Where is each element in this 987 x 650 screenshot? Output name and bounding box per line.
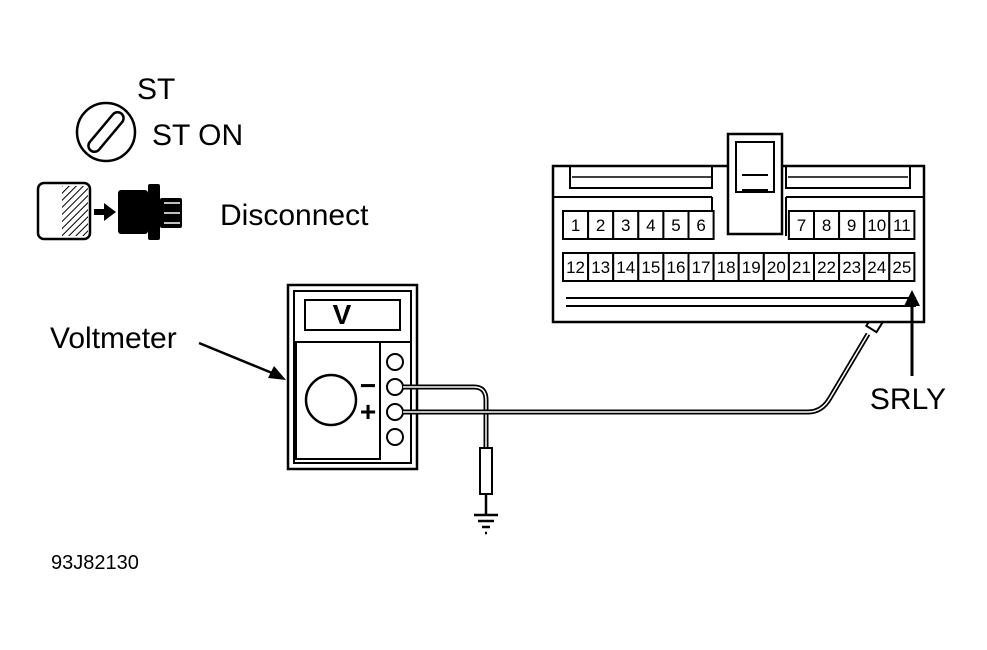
connector-pin-bottom-18: 18 <box>717 258 736 277</box>
figure-code: 93J82130 <box>51 552 139 574</box>
connector-pin-top-10: 10 <box>867 216 886 235</box>
connector-pin-top-3: 3 <box>621 216 630 235</box>
voltmeter-plus-label: + <box>360 396 376 427</box>
connector-pin-top-1: 1 <box>571 216 580 235</box>
connector-pin-top-cell <box>687 210 715 240</box>
srly-pointer-arrow <box>904 290 920 376</box>
connector-pin-bottom-12: 12 <box>566 258 585 277</box>
connector-pin-bottom-cell <box>687 252 715 282</box>
voltmeter-display: V <box>333 299 352 330</box>
connector-pin-top-8: 8 <box>822 216 831 235</box>
connector-pin-bottom-cell <box>587 252 615 282</box>
ground-icon <box>474 513 498 535</box>
ground-probe <box>479 447 493 514</box>
ignition-st-on-label: ST ON <box>152 119 243 152</box>
connector-pin-bottom-16: 16 <box>666 258 685 277</box>
connector-pin-bottom-cell <box>813 252 841 282</box>
connector-pin-top-9: 9 <box>847 216 856 235</box>
connector-plug-icon <box>36 181 182 241</box>
connector-pin-bottom-21: 21 <box>792 258 811 277</box>
connector-pin-top-11: 11 <box>893 216 911 235</box>
connector-pin-bottom-15: 15 <box>641 258 660 277</box>
connector-pin-top-2: 2 <box>596 216 605 235</box>
connector-pin-bottom-cell <box>762 252 790 282</box>
connector-pin-top-cell <box>787 210 816 240</box>
connector-pin-top-5: 5 <box>671 216 680 235</box>
connector-pin-bottom-24: 24 <box>867 258 886 277</box>
connector-pin-top-cell <box>863 210 891 240</box>
connector-pin-top-7: 7 <box>797 216 806 235</box>
connector-pin-bottom-23: 23 <box>842 258 861 277</box>
arrow-icon <box>94 203 116 221</box>
connector-pin-bottom-19: 19 <box>742 258 761 277</box>
connector-pin-bottom-13: 13 <box>591 258 610 277</box>
connector-pin-bottom-14: 14 <box>616 258 635 277</box>
voltmeter-pointer-arrow <box>198 341 286 380</box>
connector-pin-bottom-cell <box>888 252 916 282</box>
voltmeter-minus-label: − <box>360 370 376 401</box>
connector-pin-top-cell <box>587 210 615 240</box>
connector-pin-top-cell <box>813 210 841 240</box>
ignition-key-icon <box>75 101 137 163</box>
connector-housing <box>551 132 926 324</box>
voltmeter <box>286 283 419 471</box>
connector-pin-top-6: 6 <box>696 216 705 235</box>
connector-pin-bottom-22: 22 <box>817 258 836 277</box>
connector-pin-bottom-25: 25 <box>892 258 911 277</box>
voltmeter-label: Voltmeter <box>50 322 177 355</box>
connector-pin-top-4: 4 <box>646 216 655 235</box>
connector-pin-bottom-20: 20 <box>767 258 786 277</box>
connector-pin-bottom-17: 17 <box>692 258 711 277</box>
srly-label: SRLY <box>870 383 946 416</box>
test-leads <box>403 332 871 448</box>
ignition-st-label: ST <box>137 73 175 106</box>
connector-pin-top-cell <box>888 210 916 240</box>
disconnect-label: Disconnect <box>220 199 369 232</box>
